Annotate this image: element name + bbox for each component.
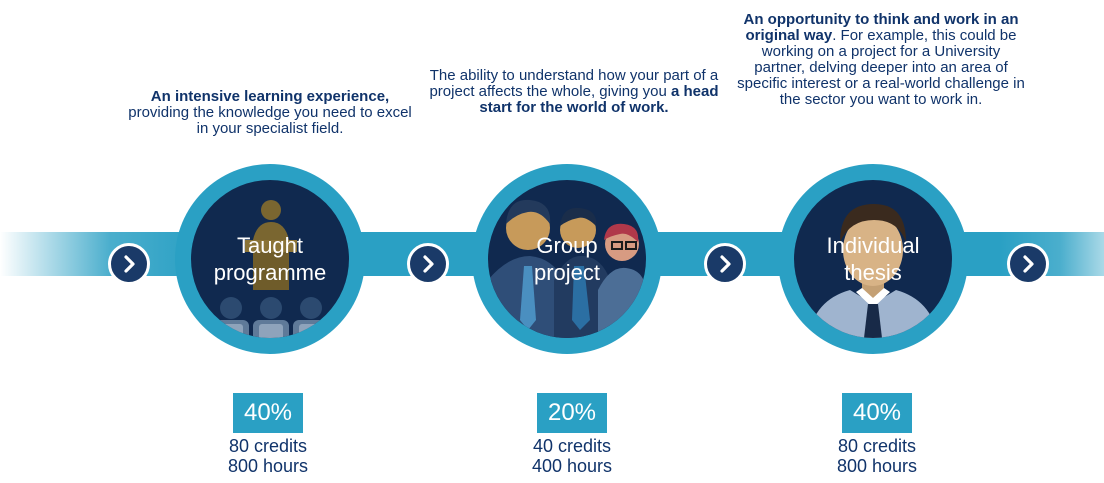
credits-hours: 40 credits 400 hours bbox=[492, 436, 652, 476]
stage-description-bold: An opportunity to think and work in an o… bbox=[743, 11, 1019, 44]
stage-image: Group project bbox=[488, 180, 646, 338]
percentage-badge: 40% bbox=[842, 393, 912, 433]
stage-circle-taught-programme: Taught programme bbox=[175, 164, 365, 354]
chevron-right-icon bbox=[704, 243, 746, 285]
stage-description-bold: An intensive learning experience, bbox=[150, 88, 390, 105]
stage-description-bold: a head start for the world of work. bbox=[479, 83, 719, 116]
stage-description: An intensive learning experience, provid… bbox=[125, 89, 415, 137]
stage-title: Group project bbox=[533, 233, 601, 285]
chevron-right-icon bbox=[108, 243, 150, 285]
hours-text: 800 hours bbox=[836, 456, 918, 476]
percentage-badge: 20% bbox=[537, 393, 607, 433]
stage-image: Taught programme bbox=[191, 180, 349, 338]
stage-image: Individual thesis bbox=[794, 180, 952, 338]
stage-circle-group-project: Group project bbox=[472, 164, 662, 354]
stage-description-text: . For example, this could be working on … bbox=[737, 27, 1025, 108]
chevron-right-icon bbox=[407, 243, 449, 285]
stage-description-text: The ability to understand how your part … bbox=[429, 67, 719, 100]
credits-text: 80 credits bbox=[837, 436, 917, 456]
credits-hours: 80 credits 800 hours bbox=[188, 436, 348, 476]
hours-text: 400 hours bbox=[531, 456, 613, 476]
lecture-illustration bbox=[213, 200, 329, 338]
credits-hours: 80 credits 800 hours bbox=[797, 436, 957, 476]
stage-title: Taught programme bbox=[213, 233, 327, 285]
percentage-badge: 40% bbox=[233, 393, 303, 433]
chevron-right-icon bbox=[1007, 243, 1049, 285]
stage-description: An opportunity to think and work in an o… bbox=[736, 12, 1026, 108]
credits-text: 80 credits bbox=[228, 436, 308, 456]
hours-text: 800 hours bbox=[227, 456, 309, 476]
stage-description-text: providing the knowledge you need to exce… bbox=[128, 104, 412, 137]
stage-title: Individual thesis bbox=[826, 233, 920, 285]
group-illustration bbox=[488, 199, 646, 338]
stage-description: The ability to understand how your part … bbox=[428, 68, 720, 116]
individual-illustration bbox=[808, 204, 938, 338]
credits-text: 40 credits bbox=[532, 436, 612, 456]
stage-circle-individual-thesis: Individual thesis bbox=[778, 164, 968, 354]
